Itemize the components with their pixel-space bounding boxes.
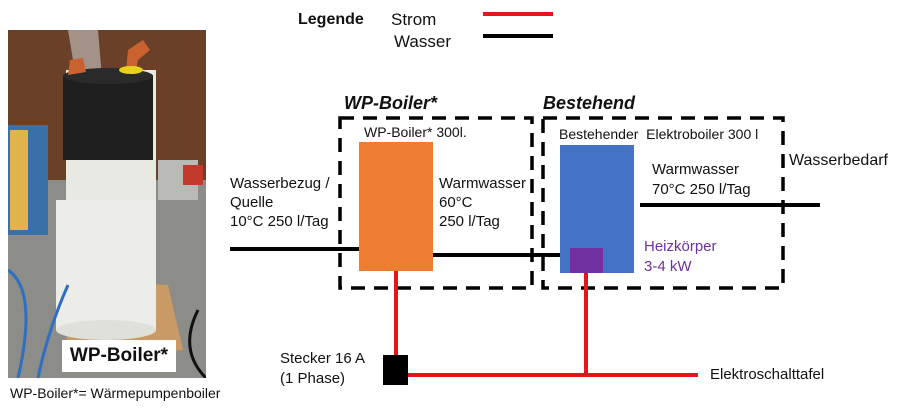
existing-boiler-label: Bestehender Elektroboiler 300 l: [559, 126, 759, 142]
demand-label: Wasserbedarf: [789, 152, 888, 169]
legend-strom-label: Strom: [391, 10, 437, 29]
panel-label: Elektroschalttafel: [710, 366, 825, 383]
warm-wp-label-1: Warmwasser: [439, 175, 526, 192]
source-label-1: Wasserbezug /: [230, 175, 330, 192]
wp-boiler-label: WP-Boiler* 300l.: [364, 124, 467, 140]
plug-label-1: Stecker 16 A: [280, 350, 366, 367]
plug-label-2: (1 Phase): [280, 370, 346, 387]
footnote: WP-Boiler*= Wärmepumpenboiler: [10, 385, 221, 401]
source-label-2: Quelle: [230, 194, 274, 211]
heater-element: [570, 248, 603, 273]
legend-wasser-label: Wasser: [394, 32, 451, 51]
bestehend-group-title: Bestehend: [543, 93, 636, 113]
wp-boiler-group-box: [338, 116, 534, 290]
source-label-3: 10°C 250 l/Tag: [230, 213, 329, 230]
heater-label-2: 3-4 kW: [644, 258, 692, 275]
heater-label-1: Heizkörper: [644, 238, 717, 255]
warm-wp-label-2: 60°C: [439, 194, 473, 211]
wp-boiler-photo: [8, 30, 206, 378]
warm-existing-label-2: 70°C 250 l/Tag: [652, 181, 751, 198]
warm-existing-label-1: Warmwasser: [652, 161, 739, 178]
warm-wp-label-3: 250 l/Tag: [439, 213, 500, 230]
wp-boiler-tank: [359, 142, 433, 271]
wp-boiler-group-title: WP-Boiler*: [344, 93, 438, 113]
photo-caption: WP-Boiler*: [62, 340, 176, 372]
legend-title: Legende: [298, 11, 364, 28]
plug-box: [383, 355, 408, 385]
